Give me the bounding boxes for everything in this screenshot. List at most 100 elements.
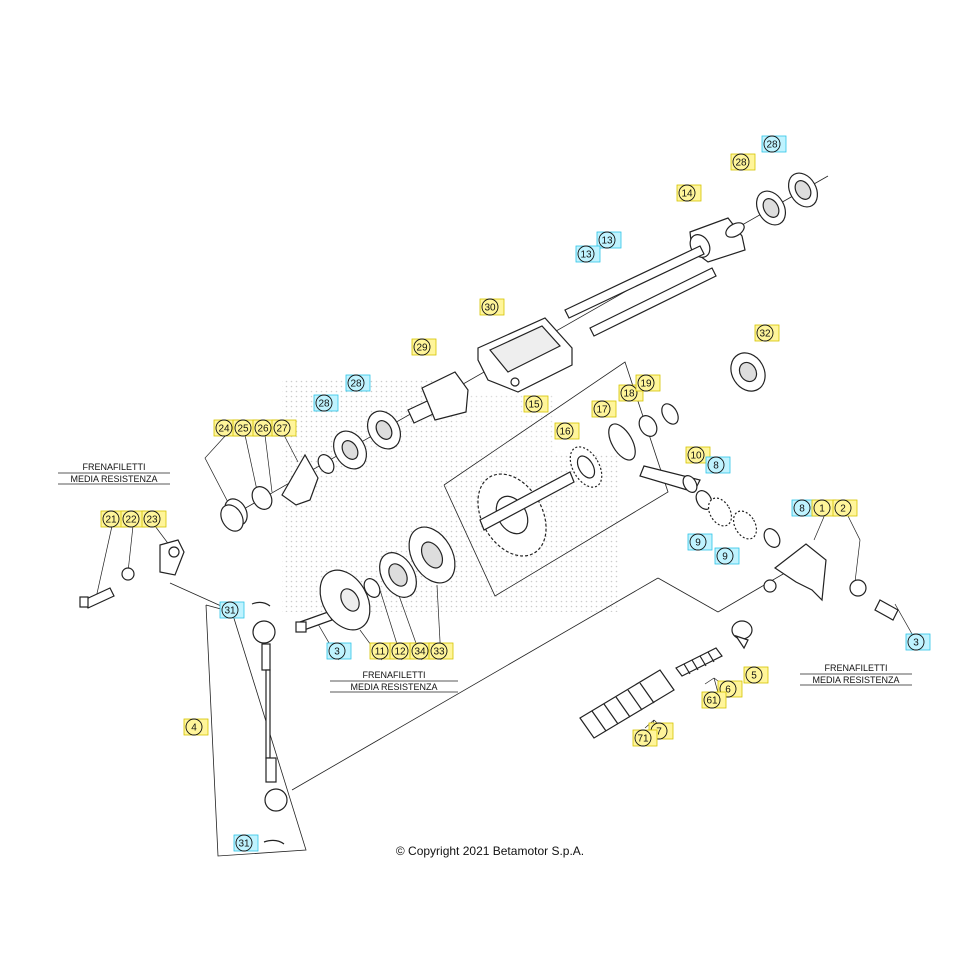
spring-71 [579, 669, 675, 739]
callout-25: 25 [232, 419, 258, 437]
callout-15: 15 [523, 395, 549, 413]
callout-number: 5 [751, 671, 757, 682]
callout-circle [328, 642, 346, 660]
ring-19 [661, 403, 679, 425]
nut-25 [251, 486, 273, 510]
callout-31: 31 [219, 601, 245, 619]
callout-number: 3 [334, 647, 340, 658]
kick-shaft-10 [639, 465, 701, 493]
callout-number: 2 [840, 504, 846, 515]
bearing-28-top-outer [787, 172, 819, 208]
callout-circle [525, 395, 543, 413]
washer-8 [763, 528, 781, 548]
callout-number: 4 [191, 723, 197, 734]
callout-circle [215, 419, 233, 437]
callout-number: 12 [394, 647, 406, 658]
callout-circle [273, 419, 291, 437]
callout-number: 16 [559, 427, 571, 438]
bolt-3-right [874, 599, 899, 621]
callout-number: 21 [105, 515, 117, 526]
callout-number: 34 [414, 647, 426, 658]
callout-circle [430, 642, 448, 660]
callout-26: 26 [252, 419, 278, 437]
thrust-washer-17 [608, 423, 636, 461]
note-left-line2: MEDIA RESISTENZA [70, 474, 157, 484]
fork-rod-13-lower [589, 267, 717, 337]
callout-circle [634, 729, 652, 747]
callout-28: 28 [730, 153, 756, 171]
callout-33: 33 [428, 642, 454, 660]
callout-circle [620, 384, 638, 402]
callout-circle [745, 666, 763, 684]
callout-number: 13 [580, 250, 592, 261]
callout-8: 8 [705, 456, 731, 474]
callout-number: 24 [218, 424, 230, 435]
spring-24 [220, 498, 248, 532]
callout-8: 8 [791, 499, 817, 517]
callout-circle [347, 374, 365, 392]
callout-circle [221, 601, 239, 619]
callout-61: 61 [701, 691, 727, 709]
callout-3: 3 [326, 642, 352, 660]
callout-number: 28 [350, 379, 362, 390]
clip-31-bottom [263, 839, 285, 845]
selector-cage-30 [477, 317, 573, 393]
callout-circle [716, 547, 734, 565]
callout-circle [678, 184, 696, 202]
needle-bearing-16 [569, 446, 603, 488]
callout-circle [732, 153, 750, 171]
ring-12 [363, 578, 381, 598]
callout-number: 1 [819, 504, 825, 515]
callout-circle [577, 245, 595, 263]
callout-circle [254, 419, 272, 437]
callout-14: 14 [676, 184, 702, 202]
parts [79, 172, 899, 845]
callout-number: 17 [596, 405, 608, 416]
callout-circle [411, 642, 429, 660]
callout-30: 30 [479, 298, 505, 316]
note-dividers [58, 472, 912, 693]
callout-9: 9 [714, 547, 740, 565]
callout-circle [234, 419, 252, 437]
callout-number: 8 [713, 461, 719, 472]
callout-number: 8 [799, 504, 805, 515]
callout-number: 33 [433, 647, 445, 658]
callout-number: 13 [601, 236, 613, 247]
callout-circle [122, 510, 140, 528]
callout-71: 71 [632, 729, 658, 747]
ratchet-11 [319, 569, 371, 631]
callout-circle [689, 533, 707, 551]
callout-number: 10 [690, 451, 702, 462]
callout-22: 22 [120, 510, 146, 528]
callout-number: 14 [681, 189, 693, 200]
callout-28: 28 [313, 394, 339, 412]
callout-circle [143, 510, 161, 528]
callout-number: 30 [484, 303, 496, 314]
callout-number: 19 [640, 379, 652, 390]
callout-number: 6 [725, 685, 731, 696]
callout-circle [907, 633, 925, 651]
callout-circle [703, 691, 721, 709]
shift-arm-23 [159, 539, 185, 576]
washer-22 [121, 567, 135, 581]
callout-number: 9 [722, 552, 728, 563]
callout-circle [813, 499, 831, 517]
callout-number: 28 [766, 140, 778, 151]
callout-number: 61 [706, 696, 718, 707]
callout-circle [687, 446, 705, 464]
callout-28: 28 [345, 374, 371, 392]
callout-2: 2 [832, 499, 858, 517]
callout-number: 25 [237, 424, 249, 435]
bolt-21 [79, 587, 115, 609]
note-center-line2: MEDIA RESISTENZA [350, 682, 437, 692]
callout-circle [413, 338, 431, 356]
callout-number: 18 [623, 389, 635, 400]
callout-circle [598, 231, 616, 249]
callout-number: 28 [735, 158, 747, 169]
note-center: FRENAFILETTI MEDIA RESISTENZA [350, 670, 437, 692]
callout-number: 23 [146, 515, 158, 526]
callout-number: 32 [759, 329, 771, 340]
copyright-notice: © Copyright 2021 Betamotor S.p.A. [395, 844, 585, 858]
note-center-line1: FRENAFILETTI [362, 670, 425, 680]
